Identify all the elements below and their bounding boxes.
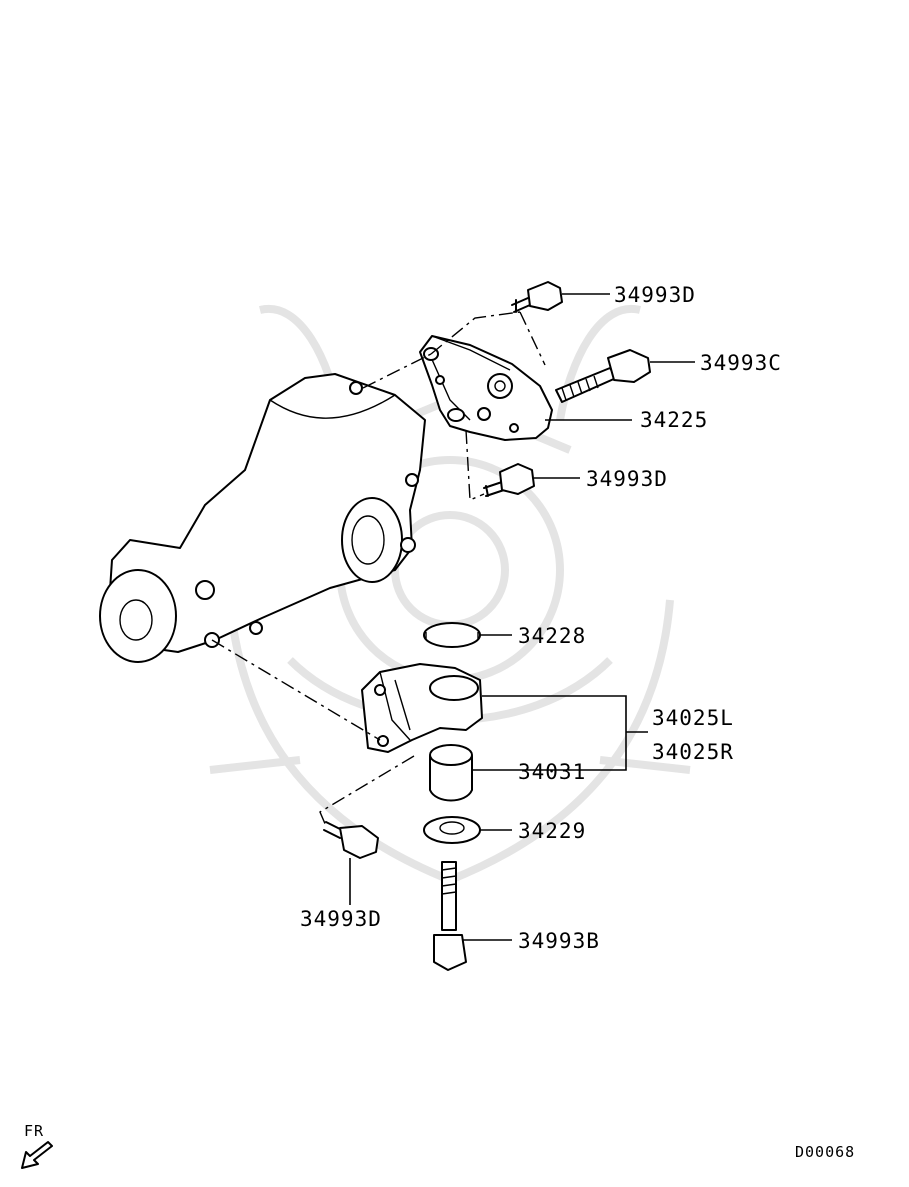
front-arrow-icon — [21, 1141, 53, 1169]
leader-lines — [349, 293, 695, 941]
diagram-code: D00068 — [795, 1143, 855, 1161]
label-bushing: 34031 — [518, 760, 586, 784]
label-bolt-bottom-left: 34993D — [300, 907, 382, 931]
label-bracket: 34225 — [640, 408, 708, 432]
label-mount-left: 34025L — [652, 706, 734, 730]
bolt-bottom-left — [323, 821, 379, 859]
front-direction-indicator: FR — [21, 1122, 53, 1169]
bolt-mid — [483, 463, 535, 497]
label-bolt-mid: 34993D — [586, 467, 668, 491]
label-bolt-long: 34993C — [700, 351, 782, 375]
label-washer-upper: 34228 — [518, 624, 586, 648]
engine-mount — [361, 663, 483, 753]
washer-upper — [423, 622, 481, 648]
label-mount-right: 34025R — [652, 740, 734, 764]
label-washer-lower: 34229 — [518, 819, 586, 843]
bolt-bottom — [433, 861, 467, 971]
label-bolt-bottom: 34993B — [518, 929, 600, 953]
differential-housing — [99, 373, 426, 663]
bolt-long — [555, 349, 651, 403]
assembly-lines — [211, 311, 546, 827]
direction-label: FR — [24, 1122, 44, 1140]
bushing — [429, 744, 473, 802]
bolt-top — [511, 281, 563, 313]
label-bolt-top: 34993D — [614, 283, 696, 307]
mounting-bracket — [419, 335, 553, 441]
washer-lower — [423, 816, 481, 844]
